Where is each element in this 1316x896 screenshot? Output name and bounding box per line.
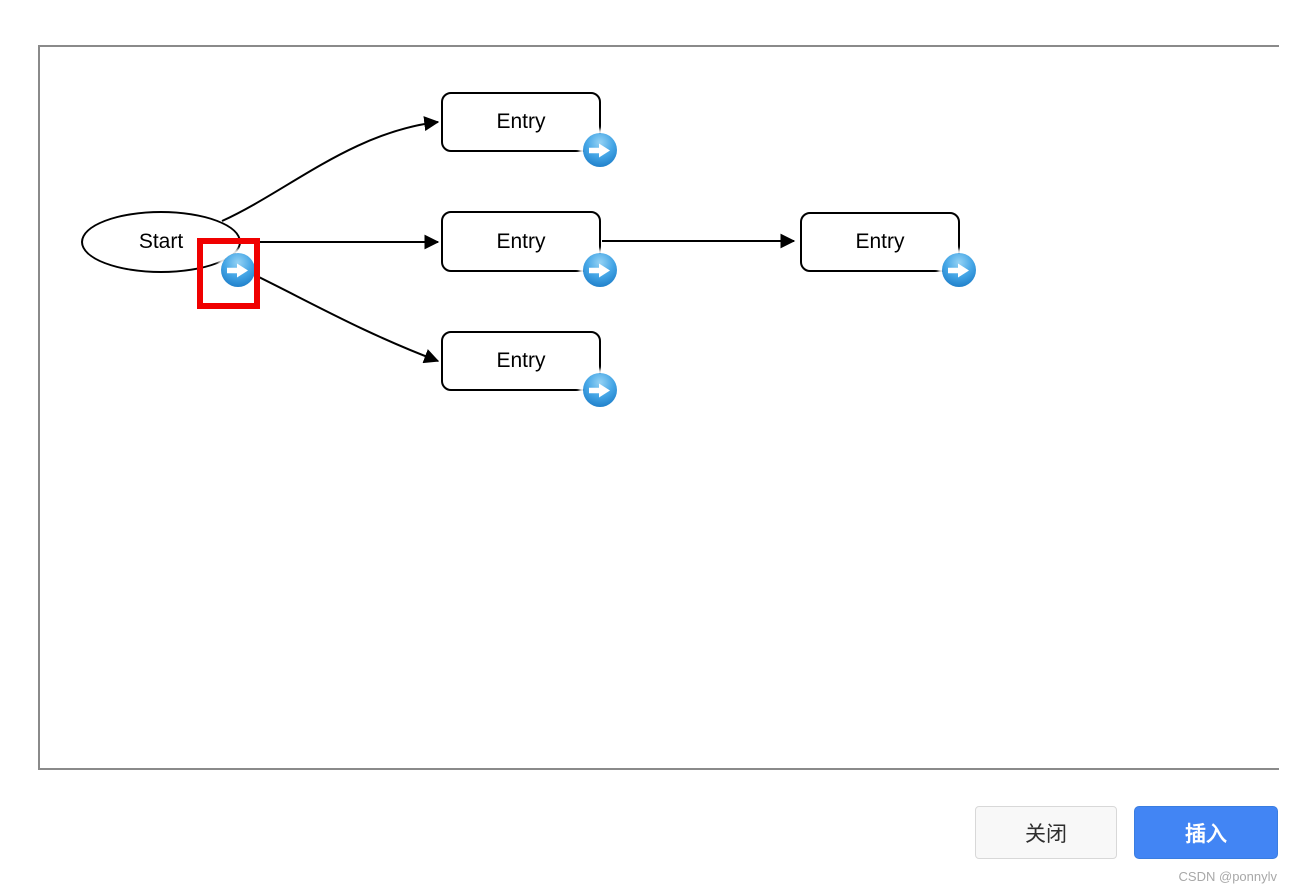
close-button[interactable]: 关闭 bbox=[975, 806, 1117, 859]
right-arrow-icon bbox=[589, 383, 610, 397]
node-entry-bottom[interactable]: Entry bbox=[441, 331, 601, 391]
node-entry-label: Entry bbox=[496, 110, 546, 133]
node-entry-label: Entry bbox=[496, 229, 546, 253]
right-arrow-icon bbox=[589, 143, 610, 157]
node-start-label: Start bbox=[138, 230, 184, 253]
node-entry-label: Entry bbox=[855, 230, 905, 253]
node-entry-top[interactable]: Entry bbox=[441, 92, 601, 152]
hover-arrow-button-entry-bottom[interactable] bbox=[583, 373, 617, 407]
hover-arrow-button-entry-middle[interactable] bbox=[583, 253, 617, 287]
hover-arrow-button-start[interactable] bbox=[221, 253, 255, 287]
right-arrow-icon bbox=[227, 263, 248, 277]
hover-arrow-button-entry-right[interactable] bbox=[942, 253, 976, 287]
right-arrow-icon bbox=[589, 263, 610, 277]
node-entry-middle[interactable]: Entry bbox=[441, 211, 601, 272]
node-start[interactable]: Start bbox=[81, 211, 241, 273]
node-entry-right[interactable]: Entry bbox=[800, 212, 960, 272]
right-arrow-icon bbox=[948, 263, 969, 277]
hover-arrow-button-entry-top[interactable] bbox=[583, 133, 617, 167]
watermark-text: CSDN @ponnylv bbox=[1178, 869, 1277, 884]
diagram-preview-canvas bbox=[38, 45, 1279, 770]
close-button-label: 关闭 bbox=[1025, 822, 1067, 846]
insert-button-label: 插入 bbox=[1185, 822, 1227, 846]
insert-button[interactable]: 插入 bbox=[1134, 806, 1278, 859]
node-entry-label: Entry bbox=[496, 349, 546, 372]
